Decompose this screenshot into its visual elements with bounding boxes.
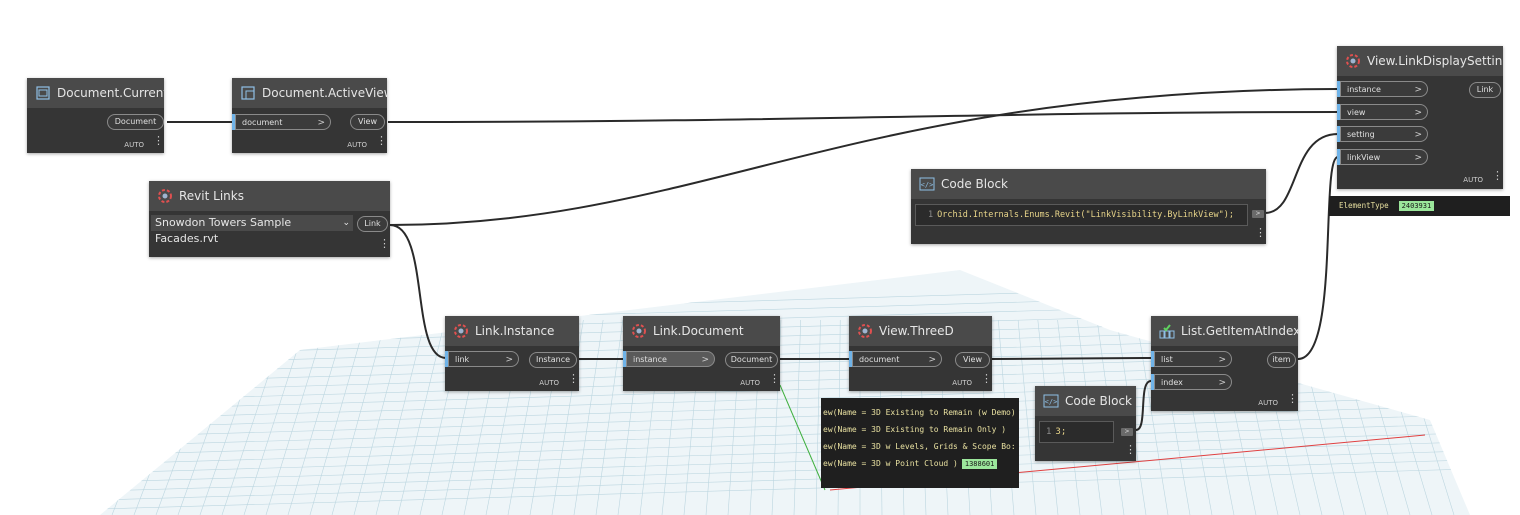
- link-instance-node[interactable]: Link.Instance link> Instance AUTO ⋮: [445, 316, 579, 391]
- output-port-view[interactable]: View: [350, 114, 385, 130]
- line-number: 1: [928, 210, 934, 220]
- node-menu-icon[interactable]: ⋮: [769, 372, 780, 385]
- preview-count-badge: 1388601: [961, 459, 998, 469]
- revit-gear-icon: [858, 324, 872, 338]
- wire-revitlinks-to-linkinstance[interactable]: [389, 224, 447, 359]
- svg-text:</>: </>: [1045, 398, 1058, 406]
- chevron-down-icon: ⌄: [342, 218, 350, 228]
- input-port-setting[interactable]: setting>: [1337, 126, 1428, 142]
- preview-row: ew(Name = 3D Existing to Remain (w Demo): [823, 408, 1016, 417]
- run-mode-label: AUTO: [539, 379, 559, 387]
- code-block-icon: </>: [1043, 394, 1059, 408]
- node-title: Link.Instance: [475, 324, 555, 338]
- preview-label: ElementType: [1339, 201, 1389, 210]
- input-port-document[interactable]: document>: [849, 351, 942, 367]
- input-port-list[interactable]: list>: [1151, 351, 1232, 367]
- preview-count-badge: 2403931: [1398, 201, 1435, 211]
- wire-codeblock-to-list-index[interactable]: [1135, 380, 1152, 431]
- node-menu-icon[interactable]: ⋮: [153, 134, 164, 147]
- node-title: Code Block: [1065, 394, 1132, 408]
- output-port-document[interactable]: Document: [107, 114, 164, 130]
- run-mode-label: AUTO: [1258, 399, 1278, 407]
- run-mode-label: AUTO: [740, 379, 760, 387]
- revit-gear-icon: [158, 189, 172, 203]
- link-document-node[interactable]: Link.Document instance> Document AUTO ⋮: [623, 316, 780, 391]
- document-icon: [36, 86, 50, 100]
- code-block-icon: </>: [919, 177, 935, 191]
- document-current-node[interactable]: Document.Current Document AUTO ⋮: [27, 78, 164, 153]
- node-menu-icon[interactable]: ⋮: [1492, 169, 1503, 182]
- list-getitematindex-node[interactable]: List.GetItemAtIndex list> index> item AU…: [1151, 316, 1298, 411]
- node-title: Code Block: [941, 177, 1008, 191]
- link-dropdown-value: Snowdon Towers Sample Facades.rvt: [155, 216, 292, 245]
- view-threed-preview: ew(Name = 3D Existing to Remain (w Demo)…: [821, 398, 1019, 488]
- output-port-instance[interactable]: Instance: [529, 352, 577, 368]
- node-menu-icon[interactable]: ⋮: [379, 237, 390, 250]
- list-check-icon: [1159, 324, 1175, 339]
- code-text: 3;: [1055, 427, 1067, 437]
- node-menu-icon[interactable]: ⋮: [981, 372, 992, 385]
- link-dropdown[interactable]: Snowdon Towers Sample Facades.rvt ⌄: [151, 215, 353, 245]
- node-menu-icon[interactable]: ⋮: [1125, 443, 1136, 456]
- output-port-link[interactable]: Link: [1469, 82, 1501, 98]
- view-threed-node[interactable]: View.ThreeD document> View AUTO ⋮: [849, 316, 992, 391]
- node-title: View.ThreeD: [879, 324, 954, 338]
- line-number: 1: [1046, 427, 1052, 437]
- input-port-link[interactable]: link>: [445, 351, 519, 367]
- run-mode-label: AUTO: [952, 379, 972, 387]
- node-menu-icon[interactable]: ⋮: [568, 372, 579, 385]
- node-title: List.GetItemAtIndex: [1181, 324, 1298, 338]
- run-mode-label: AUTO: [347, 141, 367, 149]
- svg-text:</>: </>: [921, 181, 934, 189]
- node-title: Document.Current: [57, 86, 164, 100]
- output-port-view[interactable]: View: [955, 352, 990, 368]
- revit-links-node[interactable]: Revit Links Snowdon Towers Sample Facade…: [149, 181, 390, 257]
- run-mode-label: AUTO: [124, 141, 144, 149]
- input-port-view[interactable]: view>: [1337, 104, 1428, 120]
- node-menu-icon[interactable]: ⋮: [1255, 226, 1266, 239]
- preview-row: ew(Name = 3D Existing to Remain Only ): [823, 425, 1007, 434]
- node-title: Document.ActiveView: [262, 86, 387, 100]
- linkdisplay-preview: ElementType 2403931: [1329, 196, 1510, 216]
- view-linkdisplaysetting-node[interactable]: View.LinkDisplaySetting instance> view> …: [1337, 46, 1503, 189]
- output-port-link[interactable]: Link: [357, 216, 388, 232]
- code-output-port[interactable]: >: [1252, 210, 1264, 218]
- wire-revitlinks-to-linkdisplay-instance[interactable]: [389, 88, 1339, 226]
- output-port-item[interactable]: item: [1267, 352, 1296, 368]
- output-port-document[interactable]: Document: [725, 352, 778, 368]
- code-output-port[interactable]: >: [1121, 428, 1133, 436]
- input-port-document[interactable]: document>: [232, 114, 331, 130]
- node-menu-icon[interactable]: ⋮: [376, 134, 387, 147]
- input-port-index[interactable]: index>: [1151, 374, 1232, 390]
- input-port-linkview[interactable]: linkView>: [1337, 149, 1428, 165]
- wire-list-to-linkdisplay-linkview[interactable]: [1297, 156, 1339, 360]
- view-icon: [241, 86, 255, 100]
- wire-codeblock-to-linkdisplay-setting[interactable]: [1264, 133, 1339, 214]
- revit-gear-icon: [454, 324, 468, 338]
- code-text: Orchid.Internals.Enums.Revit("LinkVisibi…: [937, 210, 1234, 220]
- document-activeview-node[interactable]: Document.ActiveView document> View AUTO …: [232, 78, 387, 153]
- node-menu-icon[interactable]: ⋮: [1287, 392, 1298, 405]
- input-port-instance[interactable]: instance>: [623, 351, 715, 367]
- preview-row: ew(Name = 3D w Levels, Grids & Scope Bo:: [823, 442, 1016, 451]
- run-mode-label: AUTO: [1463, 176, 1483, 184]
- node-title: Revit Links: [179, 189, 244, 203]
- node-title: Link.Document: [653, 324, 744, 338]
- input-port-instance[interactable]: instance>: [1337, 81, 1428, 97]
- wire-activeview-to-linkdisplay-view[interactable]: [387, 111, 1339, 123]
- revit-gear-icon: [1346, 54, 1360, 68]
- wire-viewthreed-to-list[interactable]: [991, 357, 1152, 360]
- revit-gear-icon: [632, 324, 646, 338]
- node-title: View.LinkDisplaySetting: [1367, 54, 1503, 68]
- preview-row: ew(Name = 3D w Point Cloud )1388601: [821, 455, 1019, 472]
